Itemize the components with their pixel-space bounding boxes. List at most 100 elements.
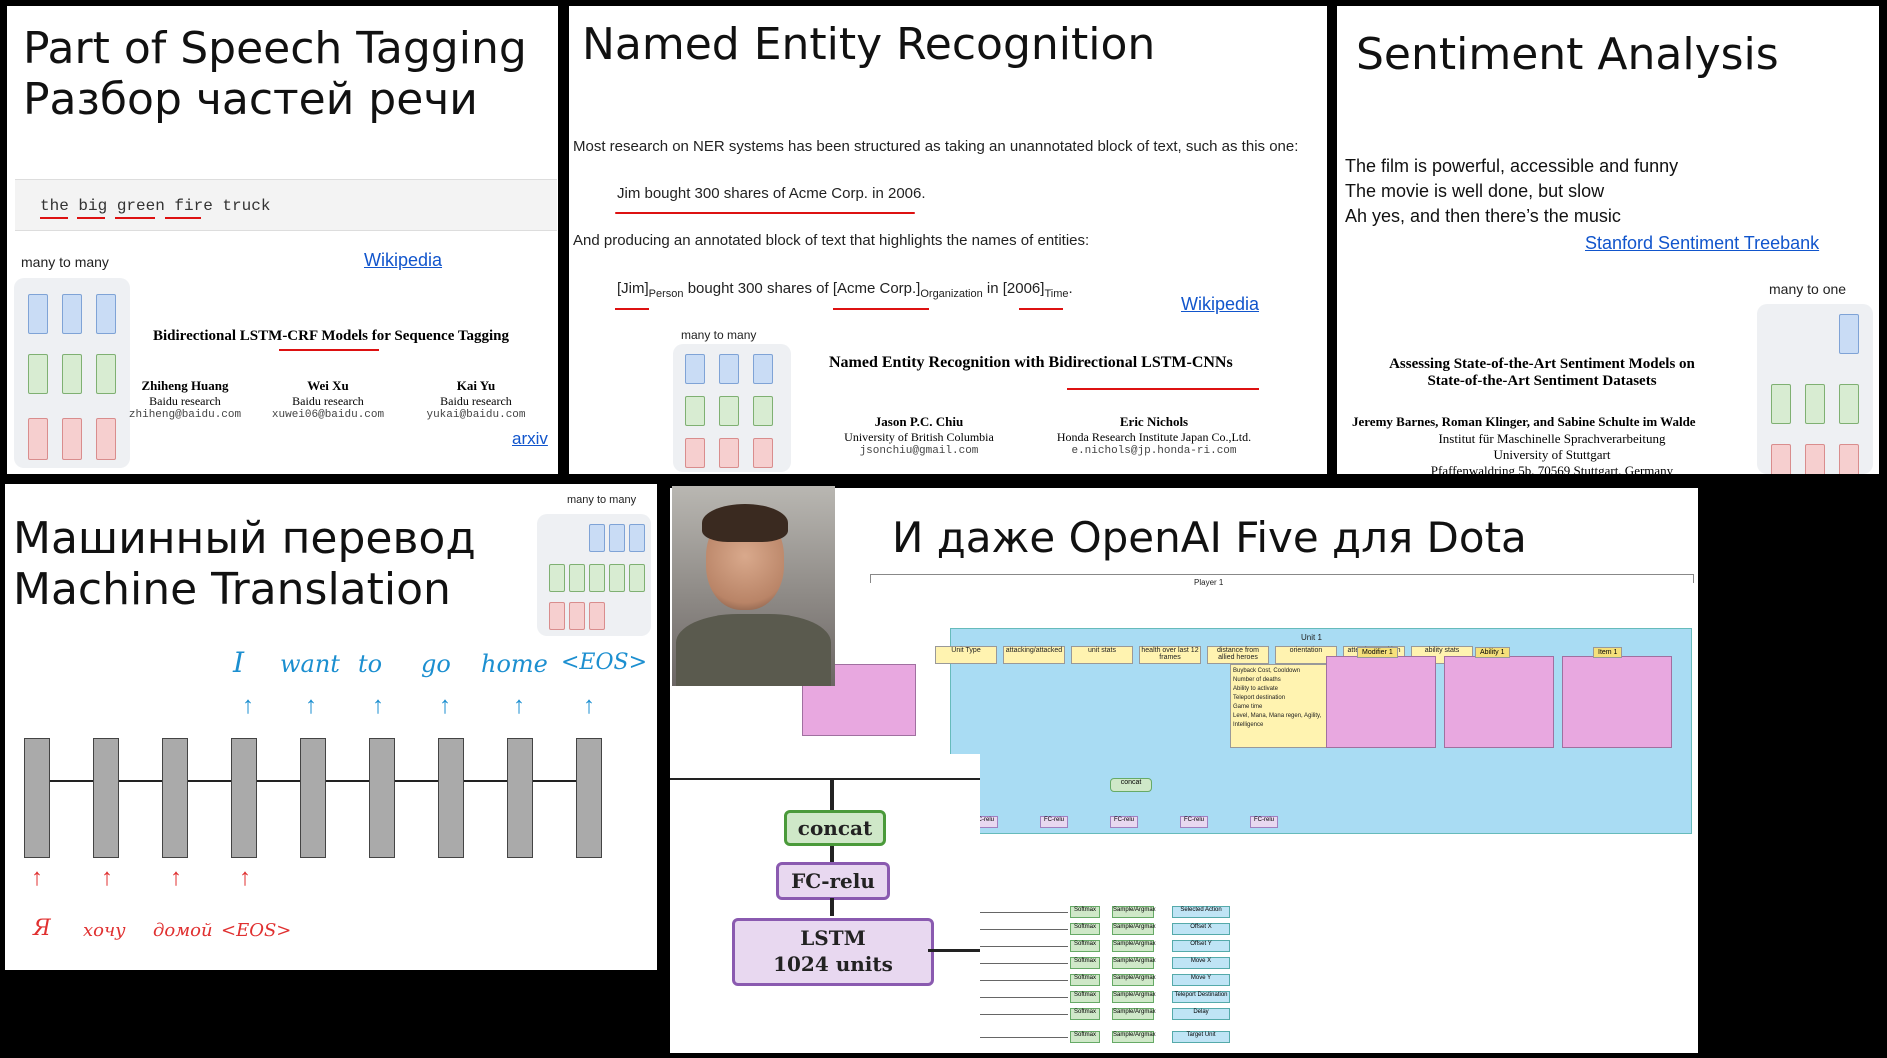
mt-input-word: Я xyxy=(33,916,51,941)
mt-rnn-cell xyxy=(300,738,326,858)
mt-title: Машинный перевод Machine Translation xyxy=(13,513,476,615)
mt-input-arrow: ↑ xyxy=(31,864,43,891)
pos-author: Wei Xu Baidu research xuwei06@baidu.com xyxy=(271,378,385,421)
ner-example: Jim bought 300 shares of Acme Corp. in 2… xyxy=(617,185,926,202)
mt-up-arrow: ↑ xyxy=(513,692,525,719)
mt-input-arrow: ↑ xyxy=(101,864,113,891)
ner-slide: Named Entity Recognition Most research o… xyxy=(569,6,1327,474)
concat-block: concat xyxy=(784,810,886,846)
dota-slide: И даже OpenAI Five для Dota Player 1 Uni… xyxy=(670,488,1698,1053)
pos-token-underline xyxy=(77,217,105,219)
action-line xyxy=(980,946,1068,947)
sentiment-title: Sentiment Analysis xyxy=(1356,29,1779,80)
mt-slide: Машинный перевод Machine Translation man… xyxy=(5,484,657,970)
ner-paper-underline xyxy=(1067,388,1259,390)
pos-token-bar xyxy=(15,179,557,231)
mt-up-arrow: ↑ xyxy=(439,692,451,719)
head-module: Modifier 1 xyxy=(1326,647,1436,748)
mt-diagram-label: many to many xyxy=(567,494,637,506)
speaker-video xyxy=(672,486,835,686)
player-stack xyxy=(870,574,1694,583)
ner-rnn-diagram xyxy=(673,344,791,472)
pos-rnn-diagram xyxy=(14,278,130,468)
inset-line xyxy=(928,949,980,952)
mt-rnn-cell xyxy=(438,738,464,858)
mt-input-word: <EOS> xyxy=(221,920,292,941)
fc-relu-block: FC-relu xyxy=(776,862,890,900)
ner-entity-underline xyxy=(615,308,649,310)
mt-rnn-diagram xyxy=(537,514,651,636)
pos-token-underline xyxy=(40,217,68,219)
action-line xyxy=(980,1037,1068,1038)
inset-arrow xyxy=(830,780,834,816)
action-heads: Softmax Sample/Argmax Selected Action So… xyxy=(980,906,1470,1051)
ner-example-underline xyxy=(615,212,915,214)
mt-input-arrow: ↑ xyxy=(239,864,251,891)
mt-output-word: home xyxy=(481,650,548,678)
pos-author: Kai Yu Baidu research yukai@baidu.com xyxy=(426,378,526,421)
speaker-hair xyxy=(702,504,788,542)
mt-output-word: I xyxy=(233,646,245,679)
head-module: Item 1 xyxy=(1562,647,1672,748)
pos-diagram-label: many to many xyxy=(21,254,109,270)
mt-up-arrow: ↑ xyxy=(583,692,595,719)
lstm-block: LSTM 1024 units xyxy=(732,918,934,986)
inset-arrow xyxy=(830,846,834,864)
ner-producing: And producing an annotated block of text… xyxy=(573,232,1090,249)
ner-entity-underline xyxy=(1019,308,1063,310)
mini-concat: concat xyxy=(1110,778,1152,792)
ner-annotated: [Jim]Person bought 300 shares of [Acme C… xyxy=(617,280,1073,300)
pos-author: Zhiheng Huang Baidu research zhiheng@bai… xyxy=(128,378,242,421)
mini-fc-row: FC-relu FC-relu FC-relu FC-relu FC-relu xyxy=(970,816,1390,876)
action-line xyxy=(980,1014,1068,1015)
sentiment-authors: Jeremy Barnes, Roman Klinger, and Sabine… xyxy=(1352,414,1696,429)
pos-title: Part of Speech Tagging Разбор частей реч… xyxy=(23,23,527,125)
mt-output-word: go xyxy=(421,650,451,678)
ner-author: Eric Nichols Honda Research Institute Ja… xyxy=(1056,414,1252,457)
pos-arxiv-link[interactable]: arxiv xyxy=(512,429,548,448)
mt-rnn-cell xyxy=(507,738,533,858)
mt-rnn-cell xyxy=(231,738,257,858)
mt-input-word: хочу xyxy=(83,920,126,941)
mt-rnn-cell xyxy=(93,738,119,858)
pos-token-underline xyxy=(165,217,201,219)
mt-rnn-cell xyxy=(24,738,50,858)
pos-slide: Part of Speech Tagging Разбор частей реч… xyxy=(7,6,558,474)
mt-output-word: to xyxy=(358,650,383,678)
mt-up-arrow: ↑ xyxy=(242,692,254,719)
action-line xyxy=(980,929,1068,930)
pos-wikipedia-link[interactable]: Wikipedia xyxy=(364,250,443,270)
ner-author: Jason P.C. Chiu University of British Co… xyxy=(844,414,994,457)
pos-token-underline xyxy=(115,217,155,219)
sentiment-uni: University of Stuttgart xyxy=(1493,447,1611,462)
ner-intro: Most research on NER systems has been st… xyxy=(573,138,1299,155)
zoom-inset: concat FC-relu LSTM 1024 units xyxy=(670,754,980,1053)
mt-output-word: want xyxy=(280,650,340,678)
inset-line xyxy=(670,778,980,780)
pos-paper-underline xyxy=(279,349,379,351)
player-label: Player 1 xyxy=(1194,578,1224,587)
mt-input-word: домой xyxy=(153,920,213,941)
inset-arrow xyxy=(830,898,834,916)
sentiment-examples: The film is powerful, accessible and fun… xyxy=(1345,156,1679,226)
ner-entity-underline xyxy=(833,308,929,310)
sentiment-org: Institut für Maschinelle Sprachverarbeit… xyxy=(1438,431,1666,446)
action-line xyxy=(980,912,1068,913)
ner-wikipedia-link[interactable]: Wikipedia xyxy=(1181,294,1260,314)
pos-paper-title: Bidirectional LSTM-CRF Models for Sequen… xyxy=(153,328,509,344)
action-line xyxy=(980,997,1068,998)
ner-title: Named Entity Recognition xyxy=(582,19,1156,70)
pos-tokens: the big green fire truck xyxy=(40,197,271,215)
mt-input-arrow: ↑ xyxy=(170,864,182,891)
ner-diagram-label: many to many xyxy=(681,328,757,342)
mt-up-arrow: ↑ xyxy=(305,692,317,719)
treebank-link[interactable]: Stanford Sentiment Treebank xyxy=(1585,233,1820,253)
sentiment-rnn-diagram xyxy=(1757,304,1873,474)
mt-output-word: <EOS> xyxy=(561,650,648,675)
mt-rnn-cell xyxy=(162,738,188,858)
head-module: Ability 1 xyxy=(1444,647,1554,748)
sentiment-diagram-label: many to one xyxy=(1769,281,1847,297)
dota-title: И даже OpenAI Five для Dota xyxy=(892,513,1527,562)
mt-rnn-cell xyxy=(369,738,395,858)
sentiment-paper-title: Assessing State-of-the-Art Sentiment Mod… xyxy=(1389,356,1695,389)
